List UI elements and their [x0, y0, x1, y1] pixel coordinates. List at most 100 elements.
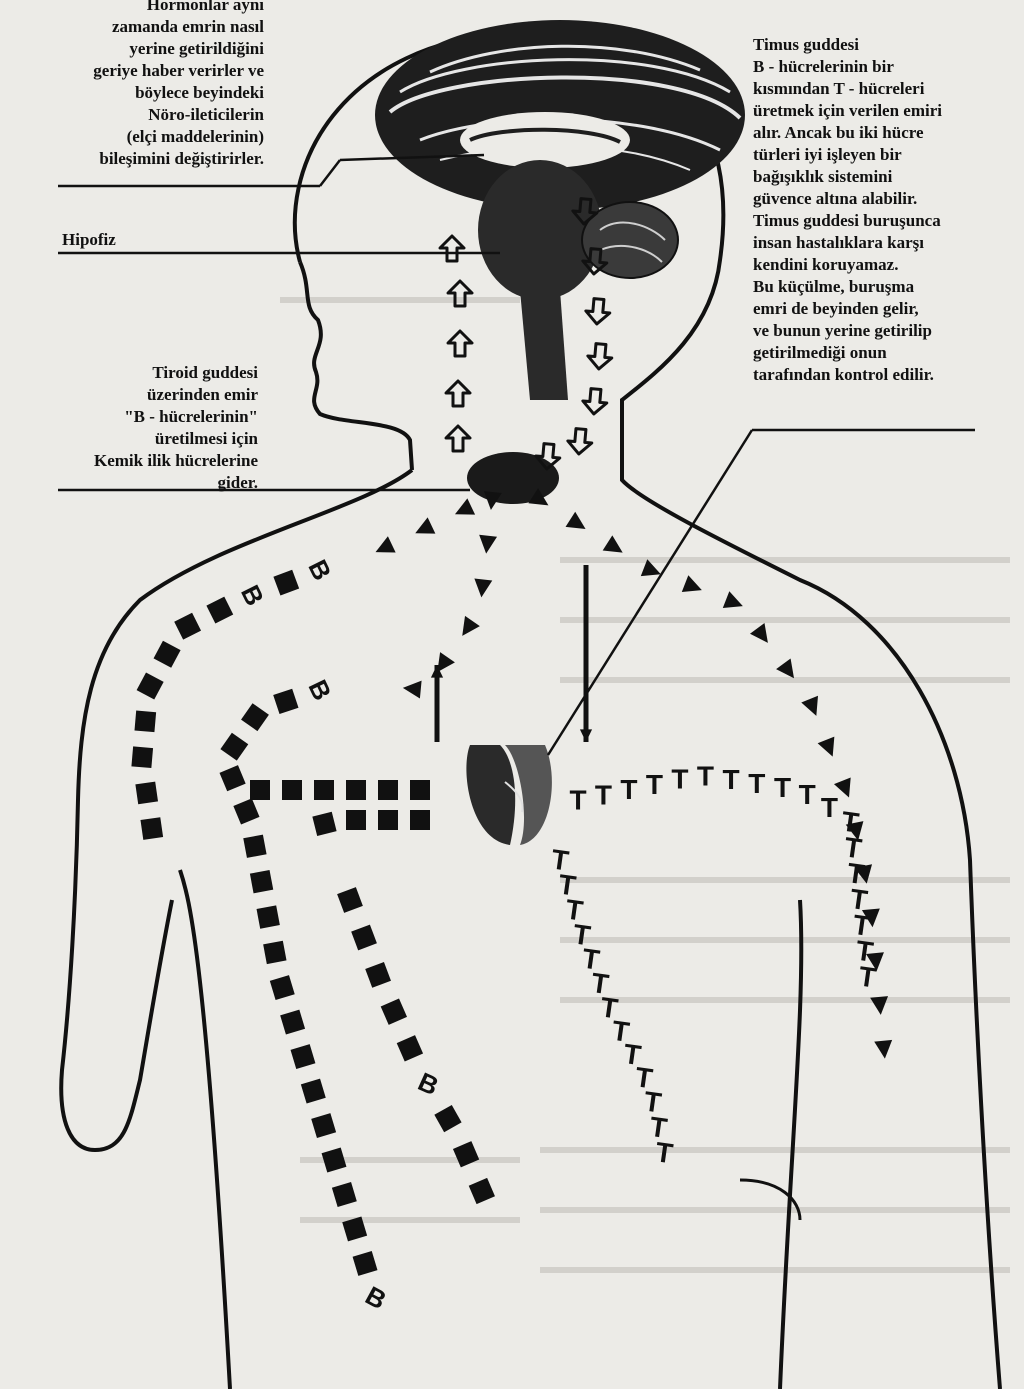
solid-arrow-icon — [431, 665, 443, 742]
annotation-line: ve bunun yerine getirilip — [753, 320, 1003, 342]
solid-arrow-icon — [580, 565, 592, 742]
t-cell-letter: T — [697, 760, 714, 791]
annotation-line: tarafından kontrol edilir. — [753, 364, 1003, 386]
b-cell-square-icon — [154, 641, 181, 668]
annotation-line: bağışıklık sistemini — [753, 166, 1003, 188]
arrow-head — [580, 729, 592, 742]
b-cell-square-icon — [469, 1178, 495, 1204]
thyroid-gland — [467, 452, 559, 504]
arrow-shape — [440, 236, 464, 261]
annotation-line: böylece beyindeki — [40, 82, 264, 104]
b-cell-square-icon — [378, 780, 398, 800]
t-cell-letter: T — [748, 768, 765, 799]
b-cell-square-icon — [174, 613, 201, 640]
b-cell-square-icon — [134, 711, 156, 733]
annotation-line: Kemik ilik hücrelerine — [40, 450, 258, 472]
t-cell-letter: T — [723, 764, 740, 795]
up-arrow-icon — [440, 236, 464, 261]
b-cell-square-icon — [270, 975, 295, 1000]
triangle-marker-icon — [455, 616, 480, 641]
thymus-gland — [466, 745, 551, 845]
triangle-marker-icon — [472, 579, 492, 599]
arrow-shape — [567, 428, 593, 455]
annotation-line: yerine getirildiğini — [40, 38, 264, 60]
b-cell-square-icon — [346, 810, 366, 830]
annotation-line: Timus guddesi — [753, 34, 1003, 56]
b-cell-label: B — [360, 1280, 391, 1315]
triangle-marker-icon — [411, 517, 435, 541]
b-cell-label: B — [302, 555, 337, 585]
annotation-hormones: Hormonlar aynı zamanda emrin nasıl yerin… — [40, 0, 264, 170]
b-cell-square-icon — [332, 1182, 357, 1207]
triangle-marker-icon — [566, 512, 591, 537]
b-cell-square-icon — [337, 887, 363, 913]
b-cell-square-icon — [312, 812, 336, 836]
b-cell-square-icon — [410, 780, 430, 800]
arrow-shape — [585, 298, 611, 325]
annotation-line: "B - hücrelerinin" — [40, 406, 258, 428]
b-cell-square-icon — [365, 962, 391, 988]
annotation-line: emri de beyinden gelir, — [753, 298, 1003, 320]
annotation-line: üretmek için verilen emiri — [753, 100, 1003, 122]
b-cell-square-icon — [410, 810, 430, 830]
annotation-line: gider. — [40, 472, 258, 494]
up-arrow-icon — [446, 426, 470, 451]
b-cell-square-icon — [273, 570, 299, 596]
triangle-marker-icon — [477, 535, 497, 555]
b-cell-label: B — [414, 1066, 443, 1101]
annotation-line: B - hücrelerinin bir — [753, 56, 1003, 78]
t-cell-letter: T — [671, 764, 688, 795]
triangle-marker-icon — [874, 1040, 894, 1060]
annotation-line: getirilmediği onun — [753, 342, 1003, 364]
annotation-line: Bu küçülme, buruşma — [753, 276, 1003, 298]
arrow-shape — [587, 343, 613, 370]
arrow-shape — [446, 426, 470, 451]
t-cell-letter: T — [569, 785, 586, 816]
arrow-shape — [446, 381, 470, 406]
down-arrow-icon — [582, 388, 608, 415]
b-cell-square-icon — [257, 905, 280, 928]
arrow-shape — [448, 331, 472, 356]
up-arrow-icon — [448, 331, 472, 356]
b-cell-label: B — [235, 580, 270, 610]
b-cell-square-icon — [250, 780, 270, 800]
annotation-line: üretilmesi için — [40, 428, 258, 450]
triangle-marker-icon — [818, 737, 841, 760]
up-arrow-icon — [446, 381, 470, 406]
t-cell-letter: T — [774, 772, 791, 803]
annotation-line: üzerinden emir — [40, 384, 258, 406]
b-cell-square-icon — [220, 765, 246, 791]
b-cell-square-icon — [250, 870, 273, 893]
annotation-line: Hormonlar aynı — [40, 0, 264, 16]
t-cell-letter: T — [620, 774, 637, 805]
b-cell-square-icon — [434, 1105, 461, 1132]
annotation-line: kısmından T - hücreleri — [753, 78, 1003, 100]
b-cell-square-icon — [233, 798, 259, 824]
t-cell-letter: T — [646, 769, 663, 800]
b-cell-square-icon — [282, 780, 302, 800]
triangle-marker-icon — [402, 679, 422, 699]
annotation-line: alır. Ancak bu iki hücre — [753, 122, 1003, 144]
annotation-line: güvence altına alabilir. — [753, 188, 1003, 210]
b-cell-square-icon — [131, 746, 153, 768]
arrow-shape — [582, 388, 608, 415]
b-cell-square-icon — [346, 780, 366, 800]
b-cell-square-icon — [397, 1035, 423, 1061]
b-cell-square-icon — [291, 1044, 316, 1069]
b-cell-square-icon — [273, 689, 298, 714]
annotation-line: Nöro-iletici­lerin — [40, 104, 264, 126]
b-cell-square-icon — [280, 1010, 305, 1035]
annotation-line: bileşimini değiştirirler. — [40, 148, 264, 170]
b-cell-square-icon — [241, 703, 269, 731]
b-cell-label: B — [302, 675, 337, 705]
annotation-line: türleri iyi işleyen bir — [753, 144, 1003, 166]
annotation-line: insan hastalıklara karşı — [753, 232, 1003, 254]
triangle-marker-icon — [372, 536, 396, 560]
annotation-line: (elçi maddelerinin) — [40, 126, 264, 148]
annotation-hypophysis: Hipofiz — [62, 229, 116, 251]
torso-left-outline — [180, 870, 230, 1389]
t-cell-letter: T — [595, 779, 612, 810]
b-cell-square-icon — [314, 780, 334, 800]
triangle-marker-icon — [750, 623, 775, 648]
triangle-marker-icon — [801, 696, 824, 719]
